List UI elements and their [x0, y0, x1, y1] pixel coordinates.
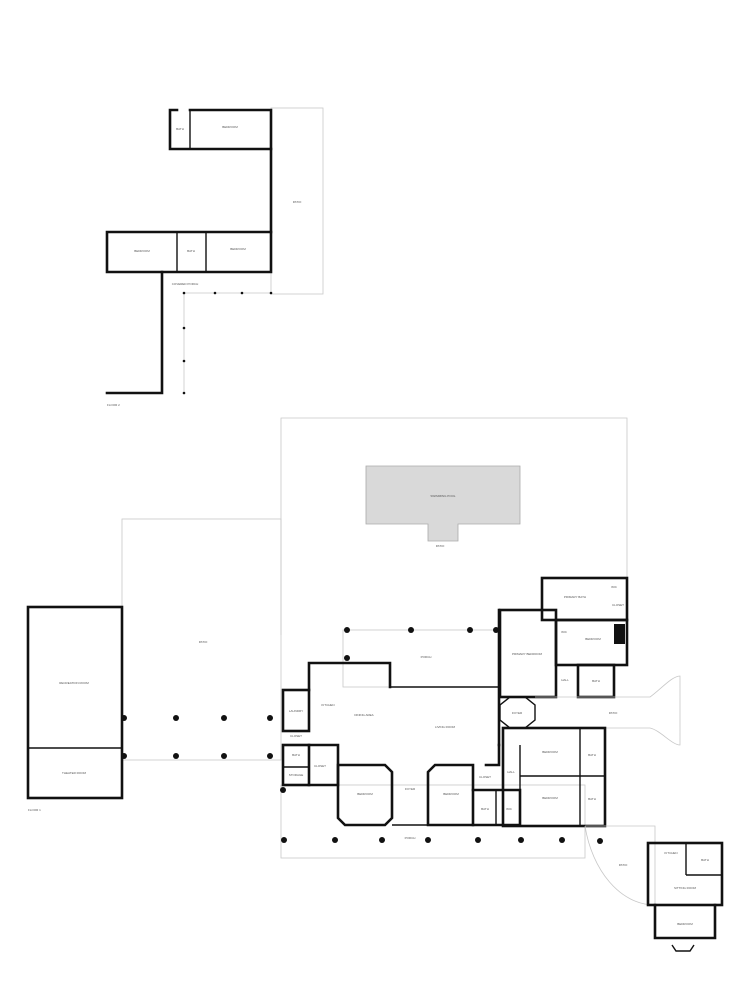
room-label: BEDROOM: [585, 637, 601, 641]
floor-1: SWIMMING POOL PATIO PATIO RECREATION ROO…: [26, 417, 724, 952]
room-label: SWIMMING POOL: [430, 494, 455, 498]
room-label: BEDROOM: [134, 249, 150, 253]
guest-house-walls: [646, 841, 724, 907]
room-label: BATH: [588, 797, 596, 801]
columns: [182, 291, 273, 395]
room-label: PORCH: [421, 655, 432, 659]
recreation-building: [26, 605, 124, 800]
room-label: BEDROOM: [222, 125, 238, 129]
room-label: COVERED PORCH: [172, 282, 199, 286]
patio-outline: [535, 675, 681, 746]
room-label: KITCHEN: [664, 851, 677, 855]
room-label: PATIO: [199, 640, 208, 644]
bath-walls: [281, 743, 311, 787]
fireplace: [614, 624, 625, 644]
bedroom-wing-walls: [501, 726, 607, 828]
room-label: HALL: [561, 678, 569, 682]
room-label: BATH: [187, 249, 195, 253]
bay-window: [671, 944, 695, 952]
bedroom-walls: [426, 763, 475, 827]
columns: [121, 627, 603, 844]
wall: [168, 108, 273, 151]
room-label: BATH: [701, 858, 709, 862]
room-label: BATH: [481, 807, 489, 811]
room-label: WIC: [506, 807, 513, 811]
room-label: BATH: [588, 753, 596, 757]
room-label: PATIO: [436, 544, 445, 548]
room-label: FOYER: [512, 711, 523, 715]
room-label: LAUNDRY: [289, 709, 303, 713]
room-label: CLOSET: [290, 734, 302, 738]
room-label: SITTING ROOM: [674, 886, 697, 890]
room-label: BEDROOM: [357, 792, 373, 796]
room-label: RECREATION ROOM: [59, 681, 89, 685]
porch-outline: [280, 784, 586, 859]
wall: [653, 903, 717, 940]
room-label: BATH: [176, 127, 184, 131]
floor-label: FLOOR 1: [28, 808, 41, 812]
room-label: PRIMARY BEDROOM: [512, 652, 542, 656]
wall: [484, 743, 501, 767]
wall: [105, 230, 273, 274]
room-label: FOYER: [405, 787, 416, 791]
room-label: BEDROOM: [677, 922, 693, 926]
room-label: HALL: [507, 770, 515, 774]
room-label: BEDROOM: [443, 792, 459, 796]
room-label: KITCHEN: [321, 703, 334, 707]
room-label: PATIO: [609, 711, 618, 715]
room-label: BATH: [592, 679, 600, 683]
room-label: STORAGE: [289, 773, 304, 777]
room-label: WIC: [611, 585, 618, 589]
room-label: CLOSET: [314, 764, 326, 768]
room-label: CLOSET: [612, 603, 624, 607]
wall: [307, 661, 392, 692]
room-label: PATIO: [293, 200, 302, 204]
floor-2: BATH BEDROOM PATIO BEDROOM BATH BEDROOM …: [105, 107, 324, 407]
room-label: BEDROOM: [230, 247, 246, 251]
room-label: BEDROOM: [542, 796, 558, 800]
room-label: THEATER ROOM: [62, 771, 86, 775]
swimming-pool: [365, 465, 521, 542]
room-label: PRIMARY BATH: [564, 595, 586, 599]
wall: [105, 270, 164, 395]
room-label: PATIO: [619, 863, 628, 867]
room-label: LIVING ROOM: [435, 725, 456, 729]
room-label: PORCH: [405, 836, 416, 840]
room-label: CLOSET: [479, 775, 491, 779]
room-label: DINING AREA: [354, 713, 373, 717]
bedroom-walls: [336, 763, 394, 827]
floor-label: FLOOR 2: [107, 403, 120, 407]
laundry-walls: [281, 688, 311, 733]
room-label: WIC: [561, 630, 568, 634]
room-label: BEDROOM: [542, 750, 558, 754]
room-label: BATH: [292, 753, 300, 757]
